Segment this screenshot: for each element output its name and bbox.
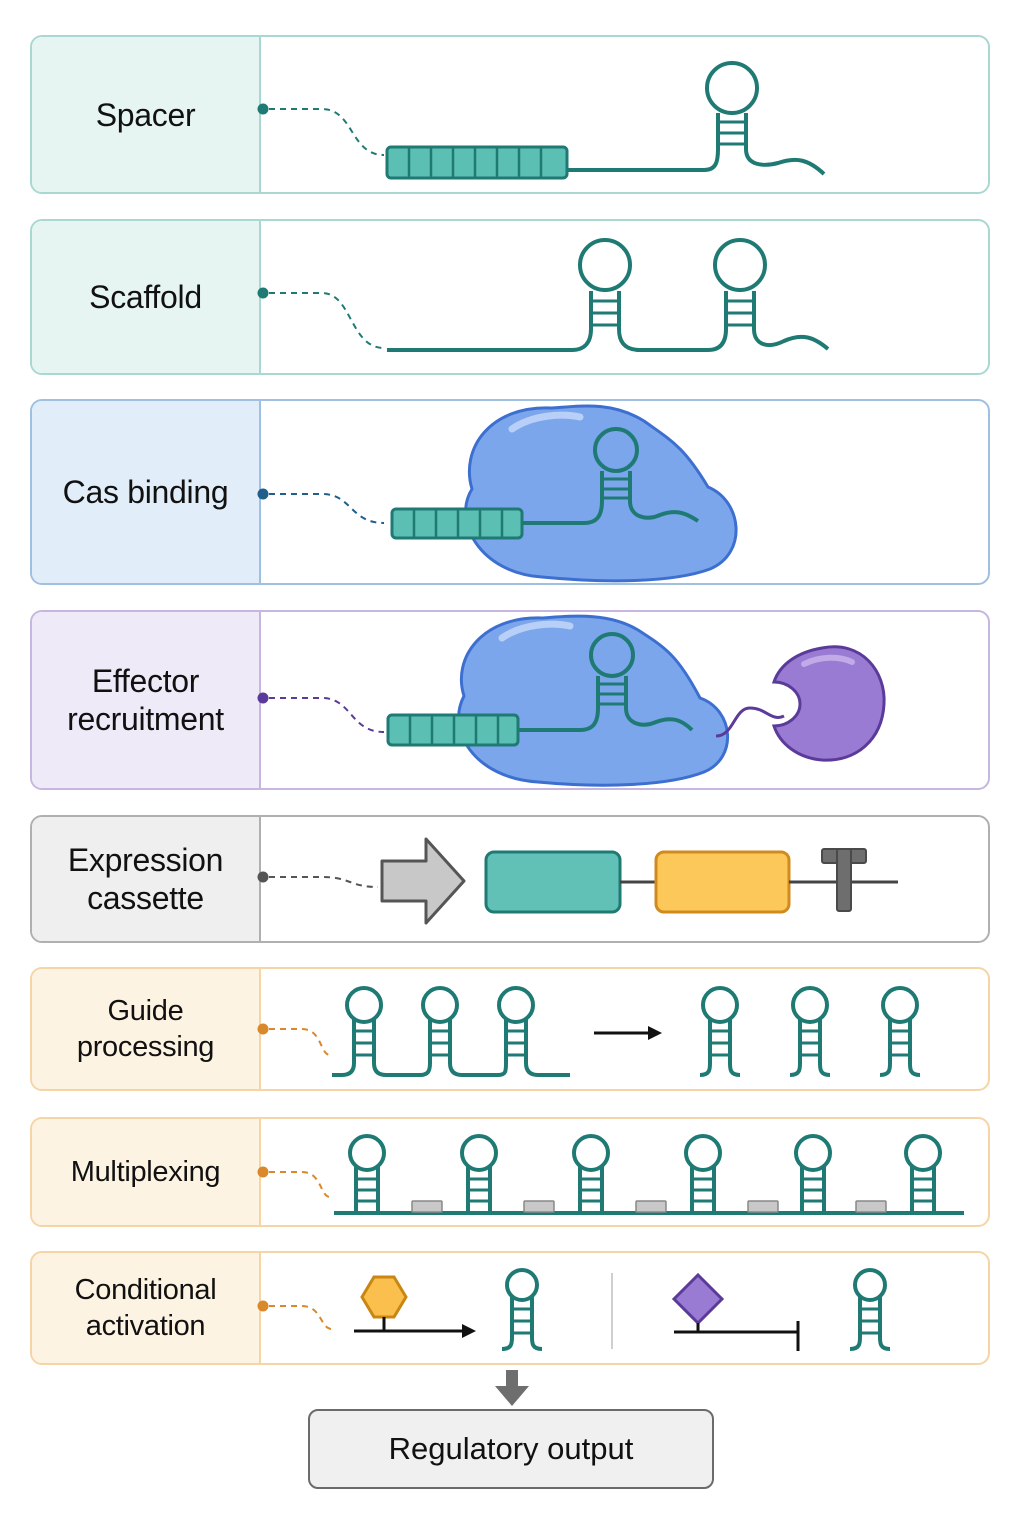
gene-teal [484,850,622,914]
connector-line [269,1171,331,1198]
connector-dot [257,287,269,299]
connector-line [269,876,379,888]
gene-orange [654,850,791,914]
effector-highlight [801,654,855,667]
rna-strand [617,328,728,352]
rna-hairpin [849,1268,891,1351]
label-cell-conditional-activation: Conditional activation [32,1253,261,1363]
multiplexing-diagram [257,1134,964,1215]
rna-strand [332,1062,570,1077]
row-spacer: Spacer [30,35,990,194]
cas-protein [457,614,730,787]
rna-hairpin [572,1134,610,1213]
row-label: Scaffold [89,279,202,315]
rna-hairpin [794,1134,832,1213]
connector-line [269,1305,333,1330]
rna-hairpin [705,61,759,149]
row-label: Conditional activation [74,1274,217,1342]
rna-hairpin [348,1134,386,1213]
rna-tail [752,328,830,351]
rna-hairpin [713,238,767,329]
connector-dot [257,103,269,115]
row-effector-recruitment: Effector recruitment [30,610,990,790]
effector-linker [715,706,785,738]
output-label: Regulatory output [388,1431,634,1466]
row-expression-cassette: Expression cassette [30,815,990,943]
expression-cassette-diagram [257,837,898,925]
cas-protein-highlight [498,620,574,642]
connector-dot [257,1023,269,1035]
row-label: Effector recruitment [67,663,224,737]
rna-strand [522,500,604,525]
promoter-arrow [380,837,466,925]
connector-dot [257,1166,269,1178]
rna-tail [744,148,826,176]
rna-hairpin [684,1134,722,1213]
down-arrow-icon [495,1386,529,1406]
row-scaffold: Scaffold [30,219,990,375]
rna-hairpin [879,986,921,1077]
rna-strand [518,707,600,732]
spacer-segment [386,713,520,747]
regulatory-output-box: Regulatory output [308,1409,714,1489]
arrowhead [462,1324,476,1338]
connector-line [269,697,385,733]
rna-strand [567,148,720,172]
spacer-tags [411,1200,887,1213]
row-conditional-activation: Conditional activation [30,1251,990,1365]
row-label: Spacer [95,96,196,133]
label-cell-effector-recruitment: Effector recruitment [32,612,261,788]
rna-hairpin [699,986,741,1077]
rna-hairpin [501,1268,543,1351]
hexagon-ligand [360,1275,408,1319]
rna-tail [628,500,700,523]
row-label: Cas binding [62,474,229,510]
connector-line [269,108,385,156]
connector-dot [257,1300,269,1312]
cas-protein-highlight [508,411,584,433]
connector-dot [257,692,269,704]
effector-protein [771,645,886,762]
label-cell-cas-binding: Cas binding [32,401,261,583]
cas-binding-diagram [257,404,738,583]
row-label: Guide processing [76,995,215,1063]
processing-arrow [594,1026,662,1040]
label-cell-multiplexing: Multiplexing [32,1119,261,1225]
row-multiplexing: Multiplexing [30,1117,990,1227]
diamond-ligand [671,1272,725,1326]
rna-tail [624,707,694,732]
label-cell-expression-cassette: Expression cassette [32,817,261,941]
rna-hairpin [421,986,459,1063]
connector-line [269,493,385,524]
rna-hairpin [578,238,632,329]
row-label: Expression cassette [67,842,224,916]
rna-hairpin [589,632,635,708]
rna-hairpin [345,986,383,1063]
connector-dot [257,871,269,883]
row-cas-binding: Cas binding [30,399,990,585]
rna-hairpin [789,986,831,1077]
label-cell-spacer: Spacer [32,37,261,192]
label-cell-guide-processing: Guide processing [32,969,261,1089]
effector-recruitment-diagram [257,614,886,787]
scaffold-diagram [257,238,830,352]
rna-hairpin [904,1134,942,1213]
connector-line [269,1028,331,1056]
terminator [821,848,867,912]
row-label: Multiplexing [70,1156,221,1188]
spacer-segment [390,507,524,540]
connector-line [269,292,385,349]
guide-processing-diagram [257,986,921,1077]
rna-strand [387,328,593,352]
spacer-diagram [257,61,826,180]
rna-hairpin [593,427,639,501]
rna-hairpin [460,1134,498,1213]
spacer-segment [385,145,569,180]
conditional-activation-diagram [257,1268,891,1351]
row-guide-processing: Guide processing [30,967,990,1091]
connector-dot [257,488,269,500]
rna-hairpin [497,986,535,1063]
